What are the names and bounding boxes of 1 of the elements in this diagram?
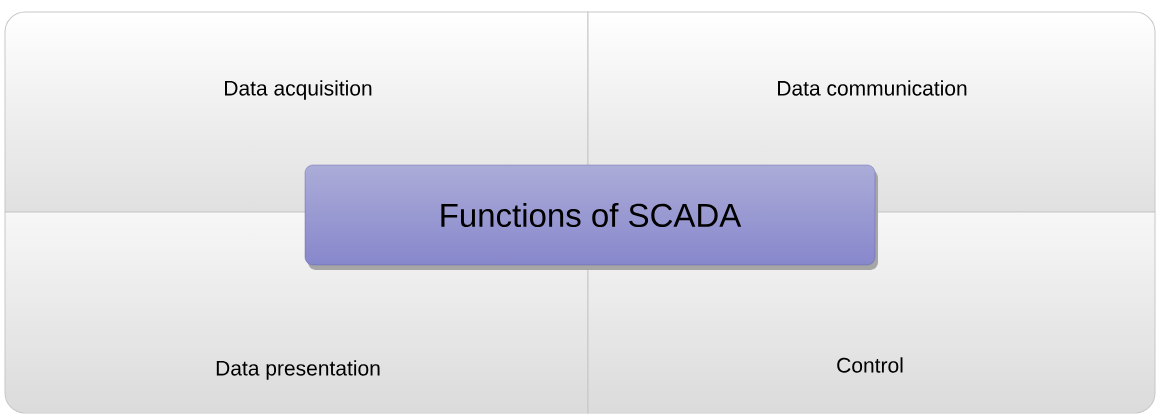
title-box: Functions of SCADA	[304, 164, 878, 270]
